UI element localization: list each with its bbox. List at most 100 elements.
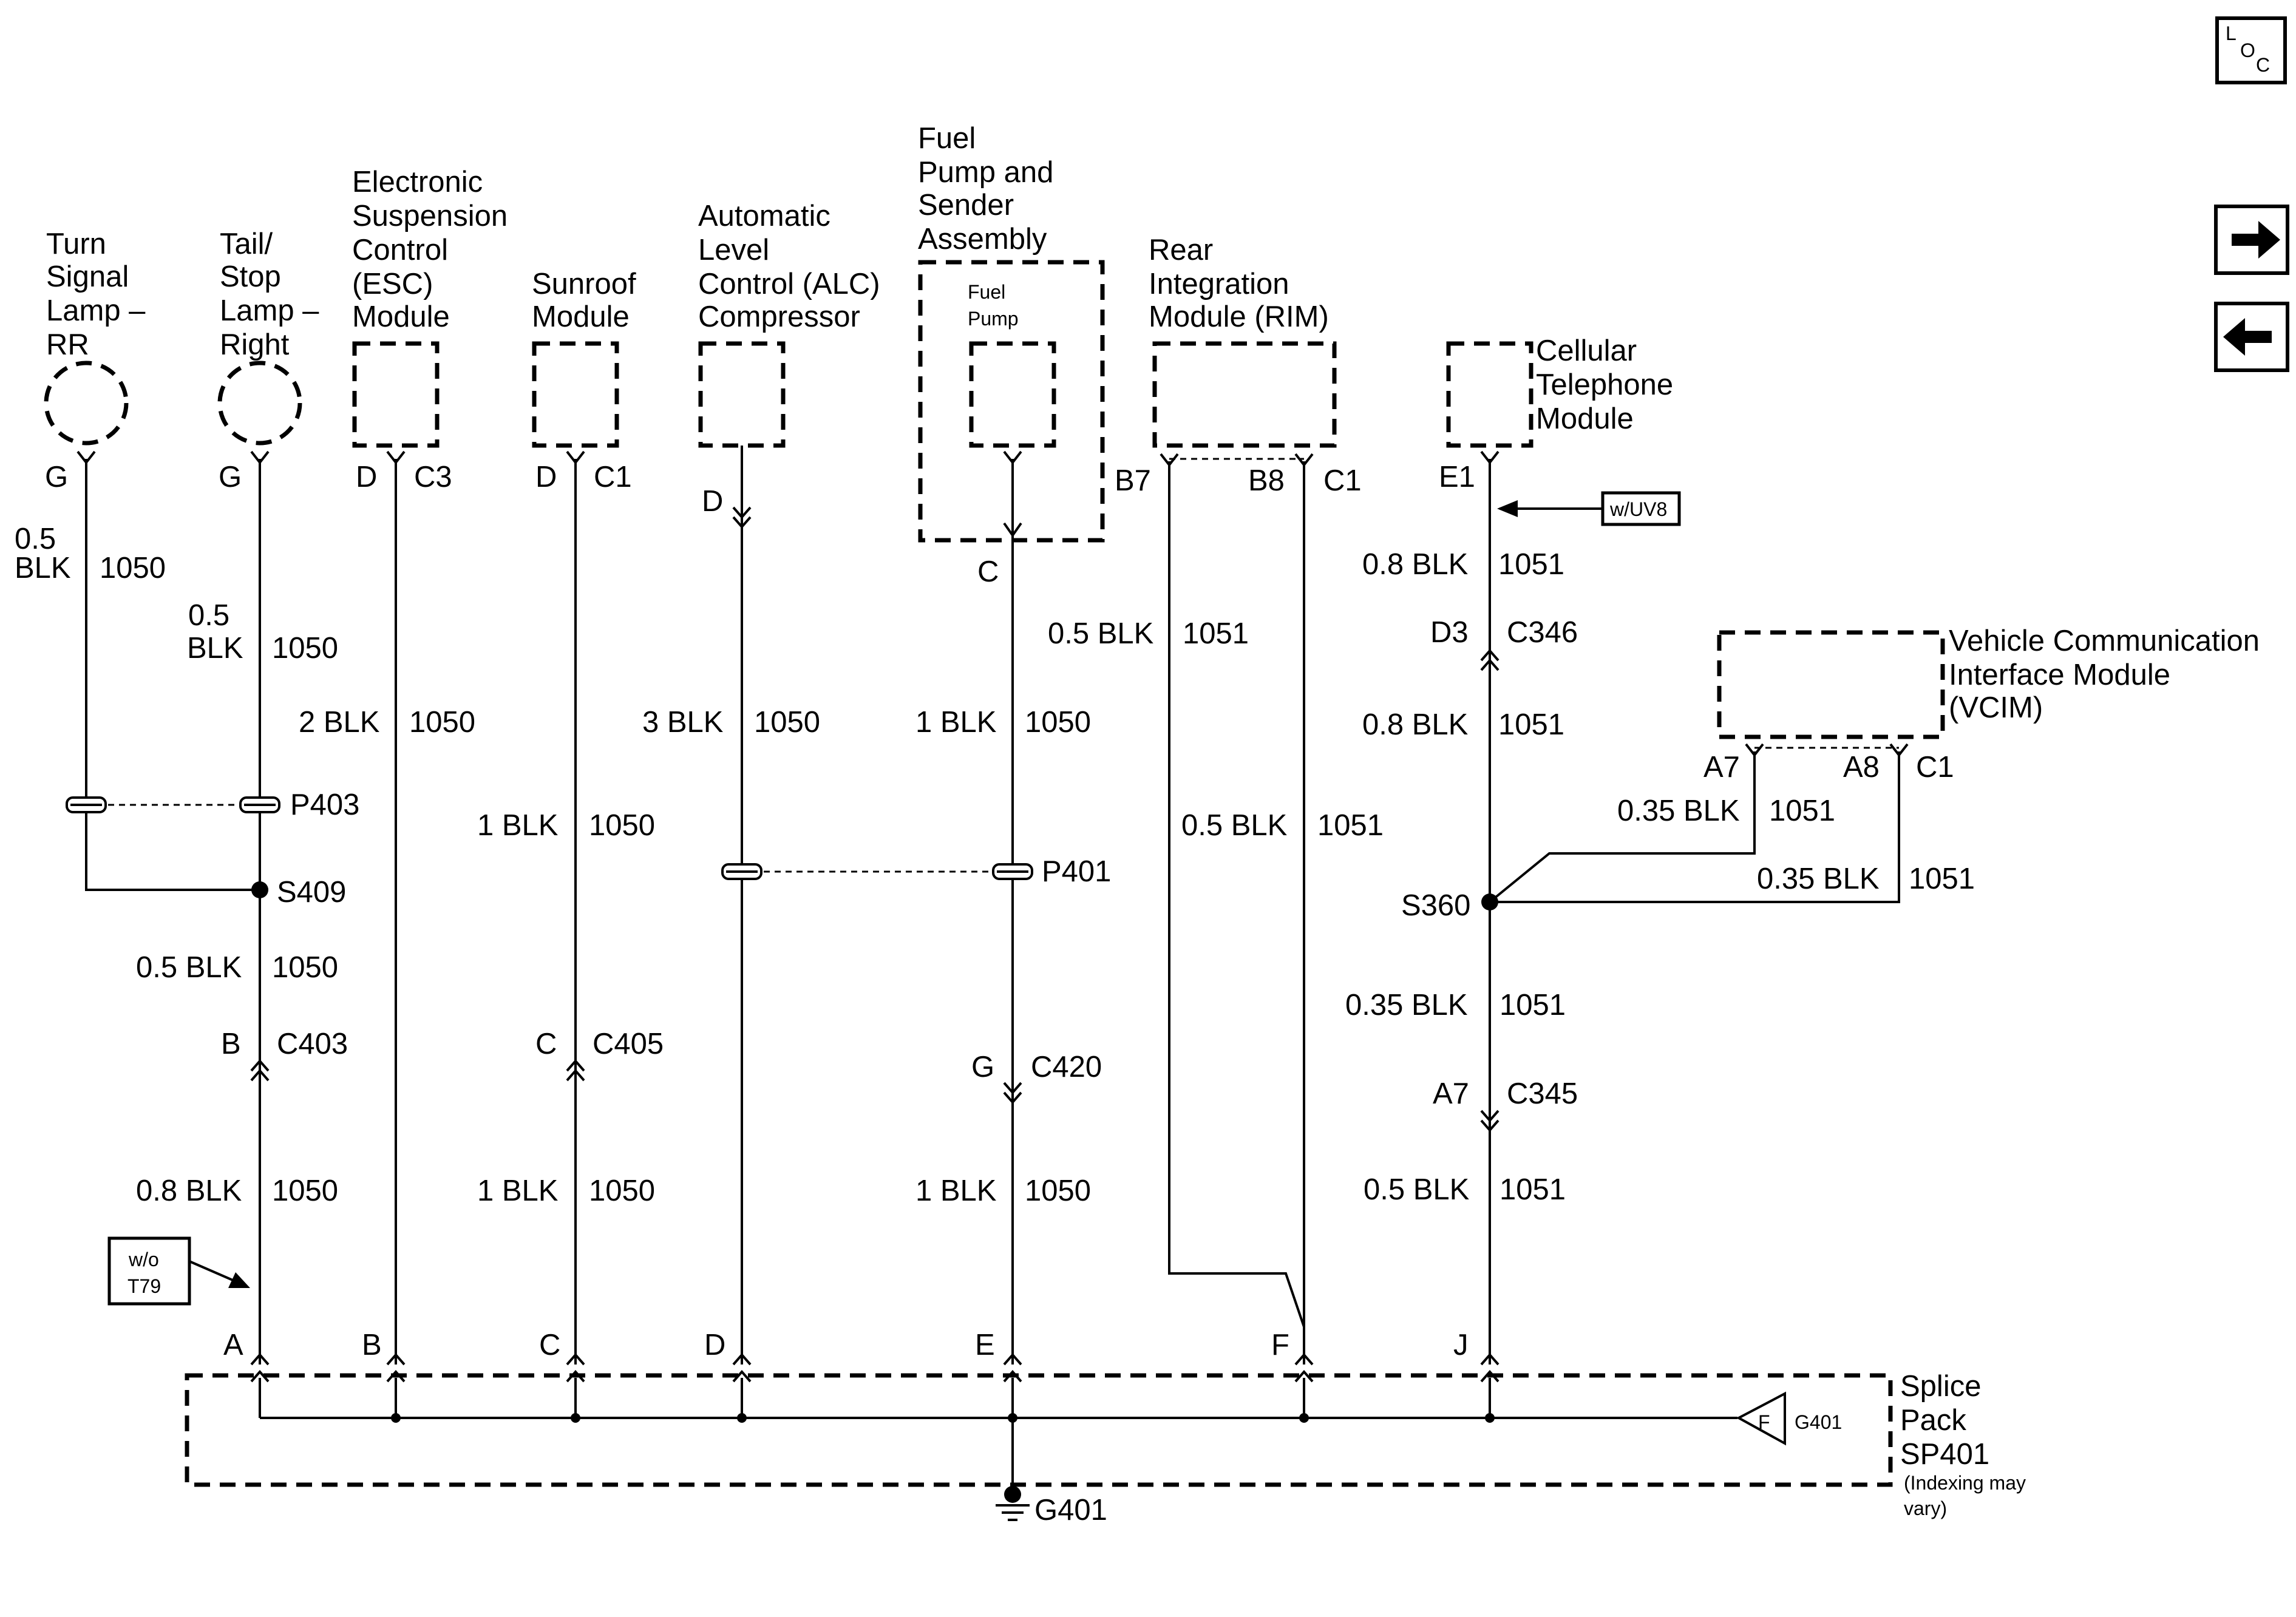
loc-button-frame [2215, 16, 2287, 84]
esc-module-box [352, 341, 440, 448]
wire-vcim-a7 [1489, 751, 1756, 903]
forward-button[interactable] [2214, 205, 2289, 275]
note-text: w/o [128, 1249, 159, 1270]
pin-label: G [45, 461, 68, 493]
sp-pin-mark [566, 1352, 585, 1366]
label-line: Compressor [698, 300, 860, 333]
pin-label: C1 [1916, 751, 1954, 784]
label-line: Control (ALC) [698, 268, 880, 300]
connector-mark-c345 [1480, 1119, 1500, 1133]
wire-circuit: 1050 [272, 632, 338, 665]
label-line: Pump and [918, 156, 1053, 189]
pin-mark [386, 450, 406, 465]
inline-label-p403: P403 [290, 788, 359, 821]
pin-label: C1 [594, 461, 632, 493]
wire-size-color: 0.5 BLK [1048, 617, 1154, 650]
inline-connector-p401 [721, 863, 1033, 880]
sp-pin-mark [250, 1352, 270, 1366]
wire-rim-b7 [1168, 461, 1305, 1327]
wire-size-color: 0.8 BLK [1362, 548, 1469, 581]
label-line: Automatic [698, 200, 830, 232]
fuel-pump-assembly-label: Fuel Pump and Sender Assembly [918, 122, 1053, 256]
pin-mark [250, 450, 270, 465]
alc-compressor-box [698, 341, 786, 448]
connector-label: C346 [1507, 616, 1578, 649]
wires [85, 446, 1900, 1490]
sp-pin-mark [732, 1352, 752, 1366]
splice-dot-s409 [251, 881, 268, 898]
wire-size-color: 1 BLK [915, 706, 997, 739]
note-text: w/UV8 [1609, 498, 1667, 520]
label-line: Signal [46, 260, 129, 293]
wire-circuit: 1051 [1500, 989, 1566, 1022]
wire-circuit: 1051 [1500, 1173, 1566, 1206]
rim-box [1152, 341, 1337, 448]
sp-pin-mark [386, 1369, 406, 1383]
label-line: SP401 [1900, 1438, 1989, 1471]
label-line: Module (RIM) [1149, 300, 1329, 333]
pin-label: D [535, 461, 557, 493]
label-line: Pump [968, 308, 1019, 330]
inline-connector-p403 [66, 796, 280, 813]
ground-dot [1004, 1486, 1021, 1503]
pin-label: D3 [1430, 616, 1469, 649]
wire-size-color: 3 BLK [642, 706, 724, 739]
label-line: Vehicle Communication [1949, 625, 2260, 657]
turn-signal-lamp-label: Turn Signal Lamp – RR [46, 228, 146, 361]
sp-pin-mark [1003, 1369, 1022, 1383]
wire-size-color: 1 BLK [915, 1175, 997, 1207]
sp-pin-mark [1294, 1369, 1314, 1383]
tail-stop-lamp-symbol [217, 361, 302, 446]
pin-label: C3 [414, 461, 452, 493]
pin-mark [1160, 453, 1179, 467]
sunroof-module-box [532, 341, 619, 448]
wire-turn-signal [85, 459, 260, 891]
pin-label: B [362, 1329, 382, 1361]
wire-color: BLK [187, 632, 243, 665]
wire-circuit: 1051 [1498, 548, 1564, 581]
label-line: Assembly [918, 223, 1047, 256]
wire-size-color: 0.35 BLK [1757, 863, 1880, 895]
sp-pin-mark [732, 1369, 752, 1383]
pin-label: G [219, 461, 242, 493]
connector-mark-c420 [1003, 1091, 1022, 1105]
wire-size: 0.5 [188, 599, 229, 632]
ground-lines [996, 1504, 1030, 1521]
sp-pin-mark [1003, 1352, 1022, 1366]
splice-label-s360: S360 [1401, 889, 1470, 922]
wire-circuit: 1050 [754, 706, 820, 739]
splice-pack-box [185, 1373, 1893, 1487]
back-button[interactable] [2214, 302, 2289, 372]
splice-pack-label: Splice Pack SP401 (Indexing may vary) [1900, 1370, 2026, 1519]
wire-circuit: 1051 [1909, 863, 1975, 895]
label-line: vary) [1904, 1497, 1947, 1519]
fuel-pump-label: Fuel Pump [968, 281, 1019, 330]
wire-circuit: 1050 [409, 706, 475, 739]
arrow-left-icon [2223, 318, 2272, 356]
pin-label: A [223, 1329, 243, 1361]
pin-label: A8 [1843, 751, 1880, 784]
pin-mark [566, 450, 585, 465]
g401-reference-letter: F [1758, 1411, 1770, 1433]
wire-size-color: 0.35 BLK [1617, 795, 1740, 827]
note-box [107, 1236, 191, 1306]
wire-size-color: 0.5 BLK [136, 951, 242, 984]
pin-label: G [971, 1051, 994, 1083]
sp-pin-mark [566, 1369, 585, 1383]
wire-circuit: 1051 [1317, 809, 1384, 842]
connector-label: C405 [593, 1028, 664, 1060]
pin-labels: G G D C3 D C1 D C B7 B8 C1 E1 A7 A8 C1 B… [45, 461, 1954, 1361]
label-line: Turn [46, 228, 106, 260]
inline-label-p401: P401 [1042, 855, 1111, 888]
turn-signal-lamp-symbol [44, 361, 129, 446]
pin-label: E1 [1439, 461, 1475, 493]
pin-label: B [221, 1028, 241, 1060]
loc-button[interactable]: L O C [2215, 16, 2287, 84]
wire-circuit: 1051 [1183, 617, 1249, 650]
pin-label: D [702, 485, 723, 518]
rim-label: Rear Integration Module (RIM) [1149, 234, 1329, 333]
esc-module-label: Electronic Suspension Control (ESC) Modu… [352, 166, 508, 333]
wire-size-color: 0.35 BLK [1345, 989, 1468, 1022]
wire-size-color: 0.8 BLK [136, 1175, 242, 1207]
